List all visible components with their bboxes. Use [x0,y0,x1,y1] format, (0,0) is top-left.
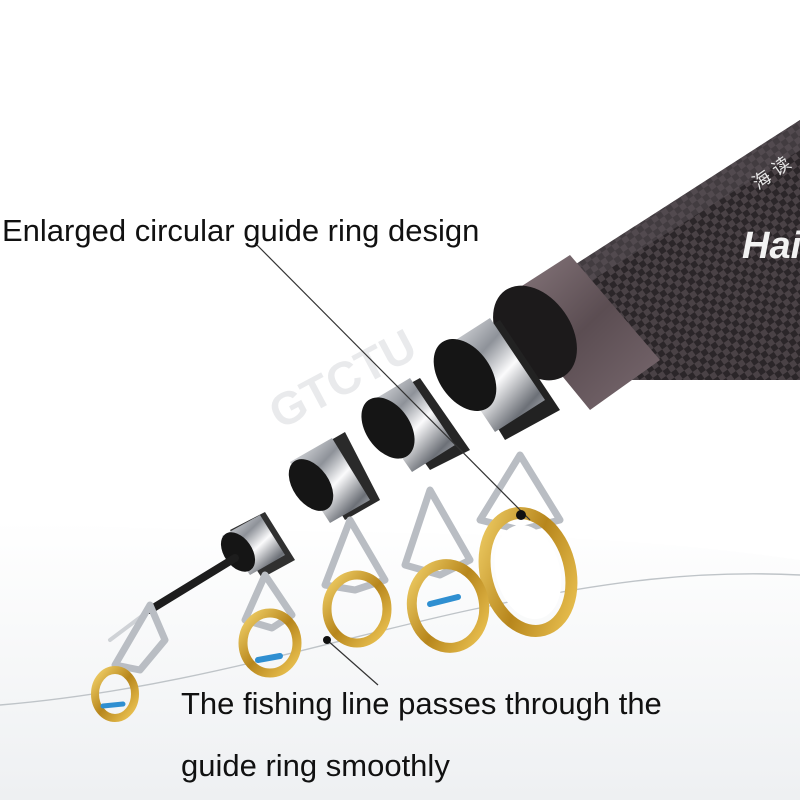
guide-ring-4 [406,559,490,653]
fishing-line [0,573,800,706]
rod-section-2 [288,432,380,523]
brand-text: Hai [742,225,800,267]
caption-top: Enlarged circular guide ring design [2,213,480,248]
guide-ring-3 [322,570,392,648]
guide-ring-1 [91,666,139,722]
caption-bottom-line-1: The fishing line passes through the [181,686,662,721]
guide-ring-5 [478,507,578,637]
caption-bottom-line-2: guide ring smoothly [181,748,450,783]
rod-section-3 [361,378,470,472]
leader-line-bottom [326,639,379,686]
guide-ring-2 [238,608,302,678]
floor-surface [0,520,800,800]
rod-section-1 [220,512,295,578]
rod-section-4 [433,318,560,440]
leader-dot-top [516,510,526,520]
leader-dot-bottom [323,636,331,644]
leader-line-top [254,242,531,521]
